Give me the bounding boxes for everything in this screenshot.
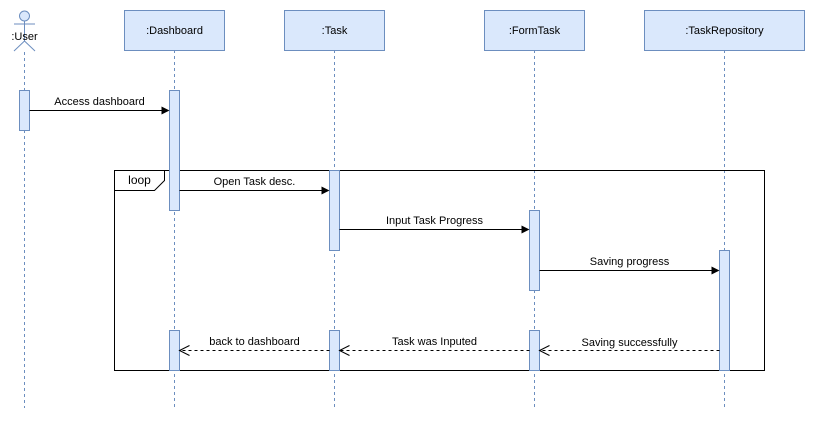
participant-dashboard: :Dashboard bbox=[124, 10, 225, 51]
actor-left-leg bbox=[13, 40, 25, 52]
activation-dashboard-1 bbox=[169, 90, 180, 211]
message-label: Saving progress bbox=[590, 256, 670, 268]
arrowhead-icon bbox=[321, 186, 330, 195]
message-label: back to dashboard bbox=[209, 336, 300, 348]
actor-label: :User bbox=[11, 31, 38, 43]
loop-frame-tab bbox=[114, 170, 165, 191]
loop-frame-border bbox=[114, 170, 765, 371]
actor-user: :User bbox=[11, 10, 38, 52]
actor-head bbox=[19, 10, 30, 22]
activation-user bbox=[19, 90, 30, 131]
message-saving-progress: Saving progress bbox=[539, 256, 720, 275]
return-task-was-inputed: Task was Inputed bbox=[338, 336, 530, 356]
arrowhead-icon bbox=[711, 266, 720, 275]
activation-formtask-2 bbox=[529, 330, 540, 371]
message-label: Saving successfully bbox=[582, 337, 678, 349]
participant-box bbox=[284, 10, 385, 51]
loop-label: loop bbox=[128, 173, 151, 187]
message-label: Open Task desc. bbox=[214, 176, 296, 188]
activation-formtask-1 bbox=[529, 210, 540, 291]
return-saving-successfully: Saving successfully bbox=[538, 337, 720, 356]
participant-label: :FormTask bbox=[509, 25, 561, 37]
arrowhead-icon bbox=[521, 225, 530, 234]
activation-task-2 bbox=[329, 330, 340, 371]
open-arrowhead-icon bbox=[538, 345, 550, 356]
actor-right-leg bbox=[24, 40, 36, 52]
participant-box bbox=[644, 10, 805, 51]
message-label: Task was Inputed bbox=[392, 336, 477, 348]
loop-frame: loop bbox=[114, 170, 765, 371]
participant-box bbox=[124, 10, 225, 51]
message-access-dashboard: Access dashboard bbox=[29, 96, 170, 115]
participant-box bbox=[484, 10, 585, 51]
message-open-task-desc: Open Task desc. bbox=[179, 176, 330, 195]
participant-formtask: :FormTask bbox=[484, 10, 585, 51]
activation-taskrepository bbox=[719, 250, 730, 371]
activation-task-1 bbox=[329, 170, 340, 251]
arrowhead-icon bbox=[161, 106, 170, 115]
participant-taskrepository: :TaskRepository bbox=[644, 10, 805, 51]
message-label: Input Task Progress bbox=[386, 215, 484, 227]
open-arrowhead-icon bbox=[178, 345, 190, 356]
participant-label: :Task bbox=[322, 25, 348, 37]
return-back-to-dashboard: back to dashboard bbox=[178, 336, 330, 356]
message-label: Access dashboard bbox=[54, 96, 145, 108]
activation-dashboard-2 bbox=[169, 330, 180, 371]
participant-task: :Task bbox=[284, 10, 385, 51]
message-input-task-progress: Input Task Progress bbox=[339, 215, 530, 234]
participant-label: :Dashboard bbox=[146, 25, 203, 37]
open-arrowhead-icon bbox=[338, 345, 350, 356]
participant-label: :TaskRepository bbox=[685, 25, 764, 37]
